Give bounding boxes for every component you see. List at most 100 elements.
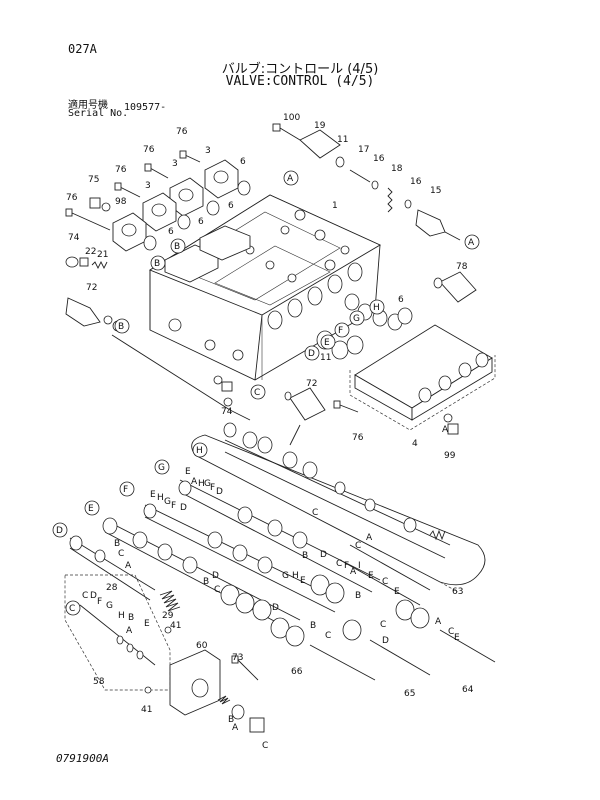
svg-text:E: E bbox=[144, 619, 150, 629]
svg-text:B: B bbox=[310, 621, 316, 631]
svg-text:C: C bbox=[214, 585, 220, 595]
callout-19: 19 bbox=[314, 121, 326, 131]
ref-circle-b: B bbox=[118, 322, 124, 332]
callout-76: 76 bbox=[115, 165, 127, 175]
svg-text:A: A bbox=[125, 561, 132, 571]
svg-text:C: C bbox=[325, 631, 331, 641]
drawing-number: 0791900A bbox=[56, 752, 109, 765]
svg-text:D: D bbox=[382, 636, 389, 646]
ref-circle-f: F bbox=[123, 485, 128, 495]
callout-16: 16 bbox=[410, 177, 422, 187]
callout-76: 76 bbox=[352, 433, 364, 443]
callout-64: 64 bbox=[462, 685, 474, 695]
callout-74: 74 bbox=[221, 407, 233, 417]
svg-text:A: A bbox=[366, 533, 373, 543]
callout-28: 28 bbox=[106, 583, 118, 593]
ref-circle-f: F bbox=[338, 326, 343, 336]
callout-6: 6 bbox=[198, 217, 204, 227]
callout-66: 66 bbox=[291, 667, 303, 677]
callout-41: 41 bbox=[170, 621, 181, 631]
ref-circle-c: C bbox=[254, 388, 260, 398]
callout-17: 17 bbox=[358, 145, 369, 155]
callout-99: 99 bbox=[444, 451, 456, 461]
svg-text:G: G bbox=[204, 479, 211, 489]
svg-text:C: C bbox=[82, 591, 88, 601]
ref-circle-b: B bbox=[154, 259, 160, 269]
svg-text:F: F bbox=[171, 501, 176, 511]
svg-text:G: G bbox=[106, 601, 113, 611]
callout-3: 3 bbox=[172, 159, 178, 169]
svg-text:H: H bbox=[157, 493, 164, 503]
callout-3: 3 bbox=[145, 181, 151, 191]
svg-text:C: C bbox=[448, 627, 454, 637]
callout-75: 75 bbox=[88, 175, 99, 185]
part-callouts: 100 19 11 17 16 18 16 15 76 76 76 76 3 3… bbox=[66, 113, 474, 715]
callout-6: 6 bbox=[240, 157, 246, 167]
ref-circle-d: D bbox=[308, 349, 315, 359]
svg-text:B: B bbox=[114, 539, 120, 549]
callout-76: 76 bbox=[66, 193, 78, 203]
callout-4: 4 bbox=[412, 439, 418, 449]
spool-assemblies bbox=[64, 422, 496, 733]
svg-text:C: C bbox=[262, 741, 268, 751]
svg-text:E: E bbox=[368, 571, 374, 581]
serial-label-japanese: 適用号機 bbox=[68, 100, 108, 111]
callout-72: 72 bbox=[306, 379, 317, 389]
svg-text:C: C bbox=[380, 620, 386, 630]
svg-text:E: E bbox=[394, 587, 400, 597]
callout-65: 65 bbox=[404, 689, 415, 699]
callout-72: 72 bbox=[86, 283, 97, 293]
callout-63: 63 bbox=[452, 587, 463, 597]
callout-11: 11 bbox=[337, 135, 348, 145]
callout-16: 16 bbox=[373, 154, 385, 164]
svg-text:A: A bbox=[232, 723, 239, 733]
ref-circle-c: C bbox=[69, 604, 75, 614]
reference-circles: A A B B B C D E F G H H G F E D C A A B bbox=[52, 170, 480, 616]
svg-text:A: A bbox=[435, 617, 442, 627]
svg-text:E: E bbox=[300, 576, 306, 586]
svg-text:C: C bbox=[382, 577, 388, 587]
title-english: VALVE:CONTROL (4/5) bbox=[225, 74, 375, 89]
ref-circle-a: A bbox=[287, 174, 294, 184]
svg-text:D: D bbox=[320, 550, 327, 560]
ref-circle-h: H bbox=[373, 303, 380, 313]
svg-text:F: F bbox=[97, 597, 102, 607]
svg-text:H: H bbox=[292, 571, 299, 581]
spring-groups bbox=[220, 544, 496, 681]
svg-text:A: A bbox=[126, 626, 133, 636]
leader-lines bbox=[111, 315, 301, 446]
callout-100: 100 bbox=[283, 113, 300, 123]
svg-text:E: E bbox=[150, 490, 156, 500]
callout-6: 6 bbox=[398, 295, 404, 305]
ref-circle-b: B bbox=[174, 242, 180, 252]
svg-text:D: D bbox=[272, 603, 279, 613]
callout-76: 76 bbox=[143, 145, 155, 155]
svg-text:H: H bbox=[198, 479, 205, 489]
svg-text:A: A bbox=[191, 477, 198, 487]
callout-73: 73 bbox=[232, 653, 243, 663]
callout-78: 78 bbox=[456, 262, 468, 272]
callout-6: 6 bbox=[168, 227, 174, 237]
svg-text:C: C bbox=[118, 549, 124, 559]
svg-text:B: B bbox=[302, 551, 308, 561]
svg-text:I: I bbox=[358, 561, 361, 571]
right-parts bbox=[213, 271, 496, 435]
svg-text:D: D bbox=[90, 591, 97, 601]
page-code: 027A bbox=[68, 42, 97, 56]
serial-number-value: 109577- bbox=[124, 102, 167, 113]
callout-3: 3 bbox=[205, 146, 211, 156]
svg-text:G: G bbox=[164, 497, 171, 507]
ref-circle-e: E bbox=[324, 338, 330, 348]
callout-58: 58 bbox=[93, 677, 105, 687]
callout-74: 74 bbox=[68, 233, 80, 243]
title-japanese: バルブ:コントロール (4/5) bbox=[221, 62, 379, 77]
ref-circle-e: E bbox=[88, 504, 94, 514]
svg-text:D: D bbox=[180, 503, 187, 513]
callout-98: 98 bbox=[115, 197, 127, 207]
serial-label-english: Serial No. bbox=[68, 108, 129, 119]
svg-text:C: C bbox=[312, 508, 318, 518]
svg-text:B: B bbox=[228, 715, 234, 725]
ref-circle-d: D bbox=[56, 526, 63, 536]
svg-text:E: E bbox=[185, 467, 191, 477]
